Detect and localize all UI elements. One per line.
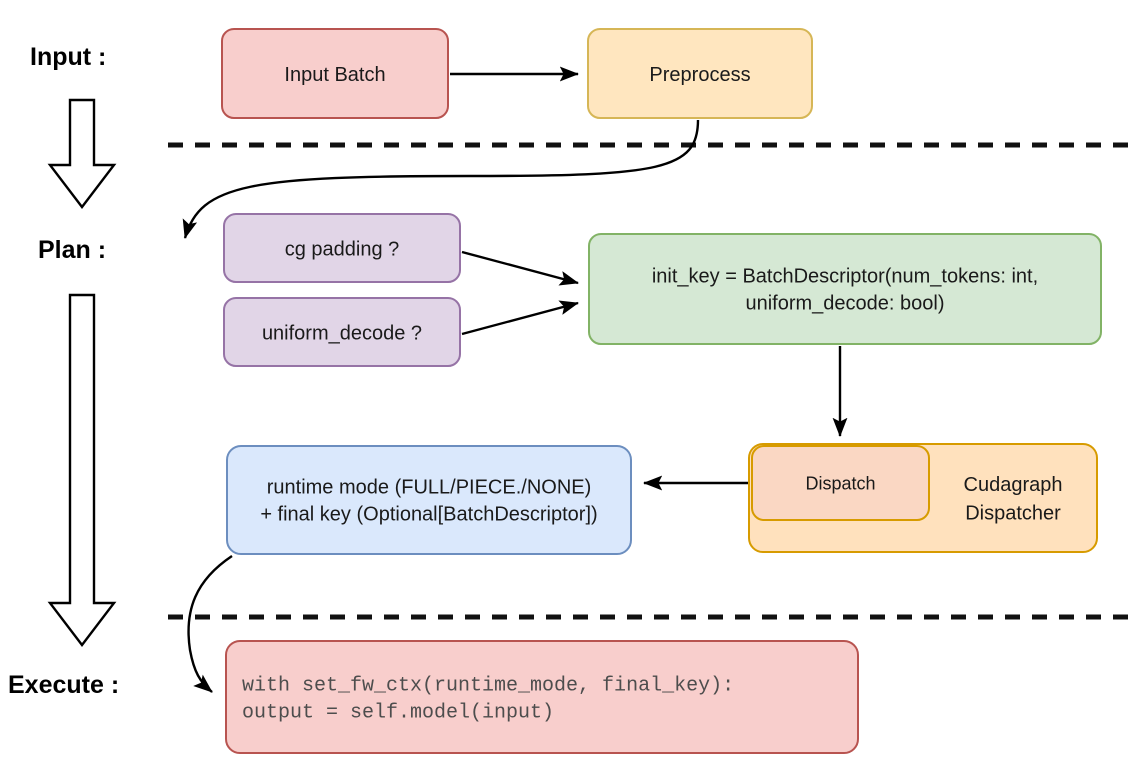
stage-label-input: Input : [30,43,106,71]
edge-runtime-mode-to-execute-code [187,555,233,693]
init-key-label-line-2: uniform_decode: bool) [745,293,944,315]
diagram-nodes: Input Batch Preprocess cg padding ? uniform… [221,28,1102,754]
stage-flow-arrows [47,98,117,647]
uniform-decode-box[interactable] [223,297,461,367]
edge-cg-padding-to-init-key [461,250,579,286]
runtime-mode-node[interactable]: runtime mode (FULL/PIECE./NONE) + final k… [226,445,632,555]
dispatch-box[interactable] [751,445,930,521]
runtime-mode-label-line-2: + final key (Optional[BatchDescriptor]) [260,504,597,526]
input-to-plan-arrow [47,98,117,209]
stage-label-execute: Execute : [8,671,119,699]
execute-code-box[interactable] [225,640,859,754]
init-key-box[interactable] [588,233,1102,345]
preprocess-node[interactable]: Preprocess [587,28,813,119]
runtime-mode-box[interactable] [226,445,632,555]
runtime-mode-label-line-1: runtime mode (FULL/PIECE./NONE) [267,477,592,499]
edge-uniform-decode-to-init-key [461,300,579,336]
execute-code-label-line-2: output = self.model(input) [242,702,554,725]
stage-labels: Input : Plan : Execute : [8,43,119,699]
input-batch-node[interactable]: Input Batch [221,28,449,119]
input-batch-label-line-1: Input Batch [284,64,385,86]
cg-padding-box[interactable] [223,213,461,283]
cg-padding-node[interactable]: cg padding ? [223,213,461,283]
execute-code-label-line-1: with set_fw_ctx(runtime_mode, final_key)… [242,675,734,698]
uniform-decode-label-line-1: uniform_decode ? [262,322,422,344]
init-key-node[interactable]: init_key = BatchDescriptor(num_tokens: i… [588,233,1102,345]
connector-edges [182,66,848,693]
init-key-label-line-1: init_key = BatchDescriptor(num_tokens: i… [652,266,1038,288]
execute-code-node[interactable]: with set_fw_ctx(runtime_mode, final_key)… [225,640,859,754]
preprocess-label-line-1: Preprocess [649,64,750,86]
plan-to-execute-arrow [47,293,117,647]
stage-label-plan: Plan : [38,236,106,264]
input-batch-box[interactable] [221,28,449,119]
edge-preprocess-to-cg-padding [182,119,700,239]
cg-padding-label-line-1: cg padding ? [285,238,400,260]
preprocess-box[interactable] [587,28,813,119]
cudagraph-dispatcher-label-line-1: Cudagraph [964,474,1063,496]
dispatch-label-line-1: Dispatch [805,474,875,494]
uniform-decode-node[interactable]: uniform_decode ? [223,297,461,367]
dispatch-node[interactable]: Dispatch [751,445,930,521]
cudagraph-dispatcher-label-line-2: Dispatcher [965,503,1061,525]
